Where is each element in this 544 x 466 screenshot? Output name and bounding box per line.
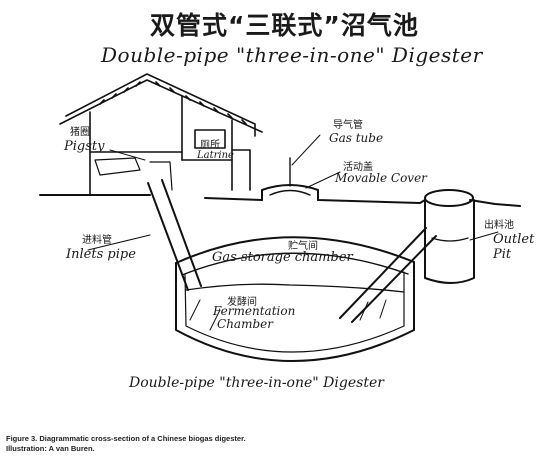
pigsty-label: Pigsty <box>64 139 105 154</box>
gas-storage-label: Gas storage chamber <box>212 250 353 265</box>
inlet-pipe <box>147 179 202 291</box>
gas-storage-label-zh: 贮气间 <box>288 241 318 252</box>
figure-caption: Figure 3. Diagrammatic cross-section of … <box>6 434 426 454</box>
figure-caption-line2: Illustration: A van Buren. <box>6 444 95 453</box>
latrine-label-zh: 厕所 <box>200 140 220 151</box>
gas-tube-label: Gas tube <box>329 131 384 145</box>
chinese-title: 双管式“三联式”沼气池 <box>150 11 419 40</box>
movable-cover <box>261 184 319 201</box>
digester-wall <box>175 261 415 362</box>
english-title: Double-pipe "three-in-one" Digester <box>101 43 483 67</box>
inlet-pipe-label-zh: 进料管 <box>82 235 112 246</box>
bottom-caption: Double-pipe "three-in-one" Digester <box>129 375 384 391</box>
outlet-pit-label-zh: 出料池 <box>484 220 514 231</box>
movable-cover-label-zh: 活动盖 <box>343 162 373 173</box>
house <box>59 73 263 196</box>
outlet-pipe <box>339 227 437 323</box>
ground-line <box>39 191 521 207</box>
fermentation-label: Fermentation Chamber <box>213 304 296 331</box>
outlet-pit-label: Outlet Pit <box>493 232 535 262</box>
figure-caption-line1: Figure 3. Diagrammatic cross-section of … <box>6 434 246 443</box>
inlet-pipe-label: Inlets pipe <box>66 247 136 262</box>
slurry-surface <box>185 283 405 293</box>
outlet-pit <box>424 189 475 284</box>
movable-cover-label: Movable Cover <box>335 171 427 185</box>
pigsty-label-zh: 猪圈 <box>70 127 90 138</box>
dome <box>175 236 415 264</box>
gas-tube-label-zh: 导气管 <box>333 120 363 131</box>
fermentation-label-zh: 发酵间 <box>227 297 257 308</box>
latrine-label: Latrine <box>197 150 234 161</box>
